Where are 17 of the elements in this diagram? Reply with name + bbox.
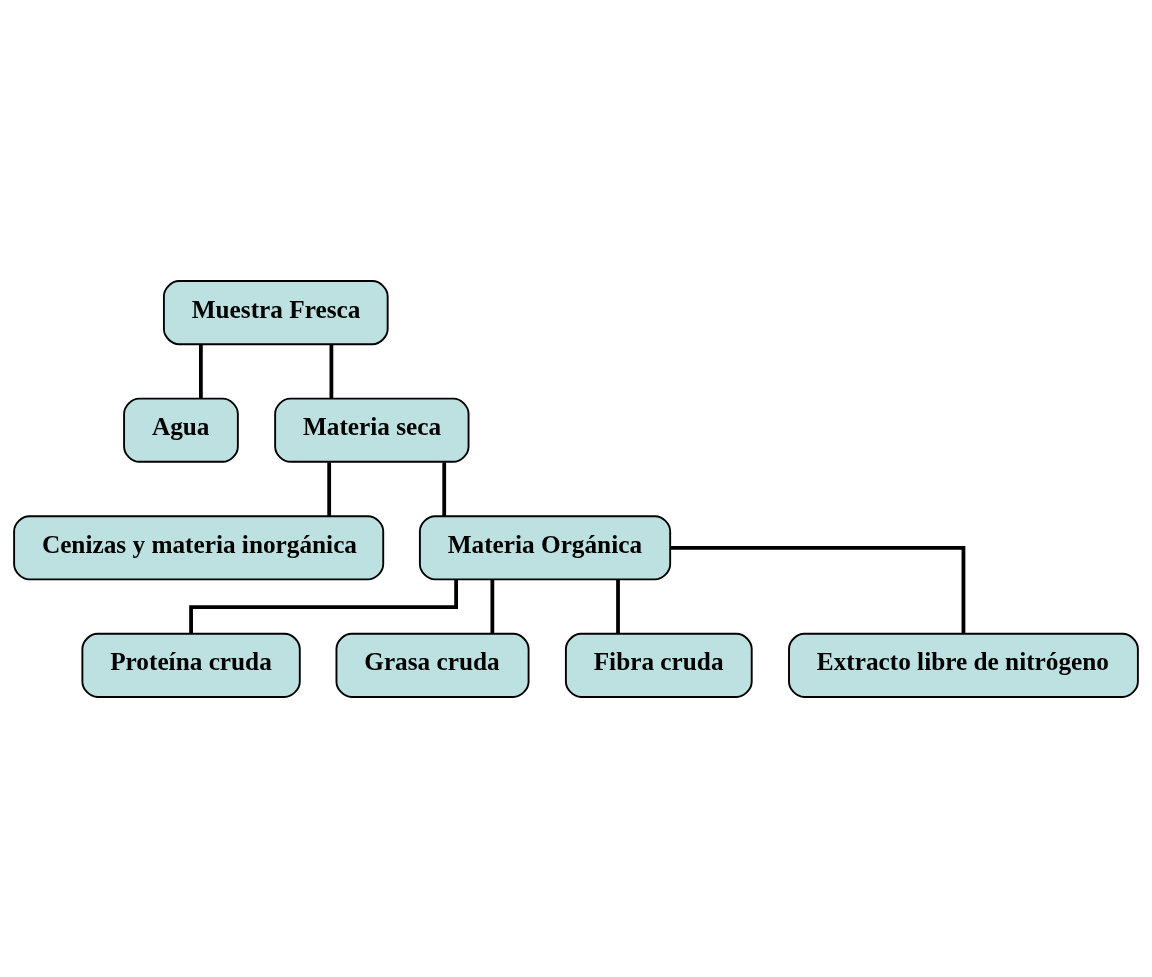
node-box: Agua [123, 397, 239, 463]
connector [670, 545, 966, 633]
connector [199, 344, 203, 399]
connector [490, 579, 495, 634]
connector [616, 579, 620, 634]
node-box: Cenizas y materia inorgánica [13, 514, 385, 580]
node-box: Grasa cruda [335, 632, 530, 698]
connector [327, 461, 332, 516]
connector [442, 461, 447, 516]
node-box: Materia Orgánica [418, 514, 672, 580]
node-box: Materia seca [274, 397, 470, 463]
connector [329, 344, 334, 399]
node-box: Extracto libre de nitrógeno [788, 632, 1139, 698]
node-box: Fibra cruda [564, 632, 753, 698]
connector [189, 579, 459, 634]
node-box: Proteína cruda [81, 632, 301, 698]
node-box: Muestra Fresca [162, 279, 389, 345]
